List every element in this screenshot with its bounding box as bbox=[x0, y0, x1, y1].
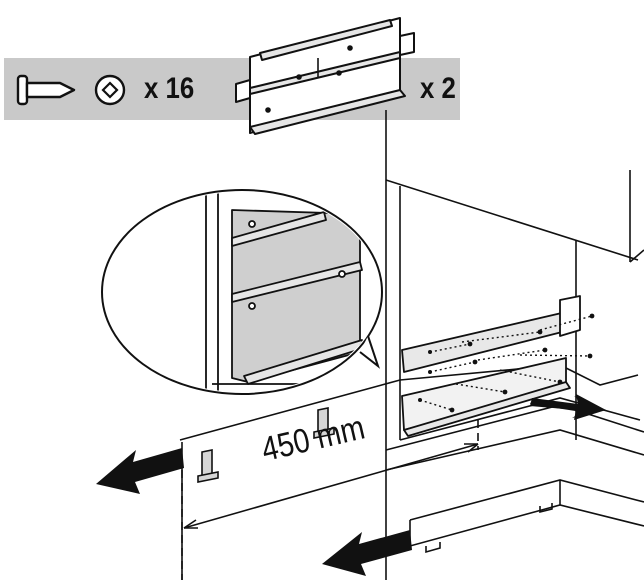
screw-quantity-label: x 16 bbox=[144, 72, 195, 105]
bracket-quantity-label: x 2 bbox=[420, 72, 456, 105]
installed-brackets bbox=[401, 295, 581, 437]
screw-guides bbox=[419, 315, 593, 411]
mounting-bracket-icon bbox=[235, 17, 415, 135]
detail-magnifier bbox=[101, 189, 383, 395]
dimension-line bbox=[181, 420, 479, 580]
pull-arrow-left-lower bbox=[322, 530, 412, 576]
floor-clips bbox=[197, 407, 335, 483]
push-arrow-right bbox=[530, 394, 606, 420]
screw-heads bbox=[418, 313, 595, 413]
pull-arrow-left-upper bbox=[96, 448, 184, 494]
screw-icon bbox=[16, 74, 76, 106]
phillips-head-icon bbox=[94, 74, 126, 106]
